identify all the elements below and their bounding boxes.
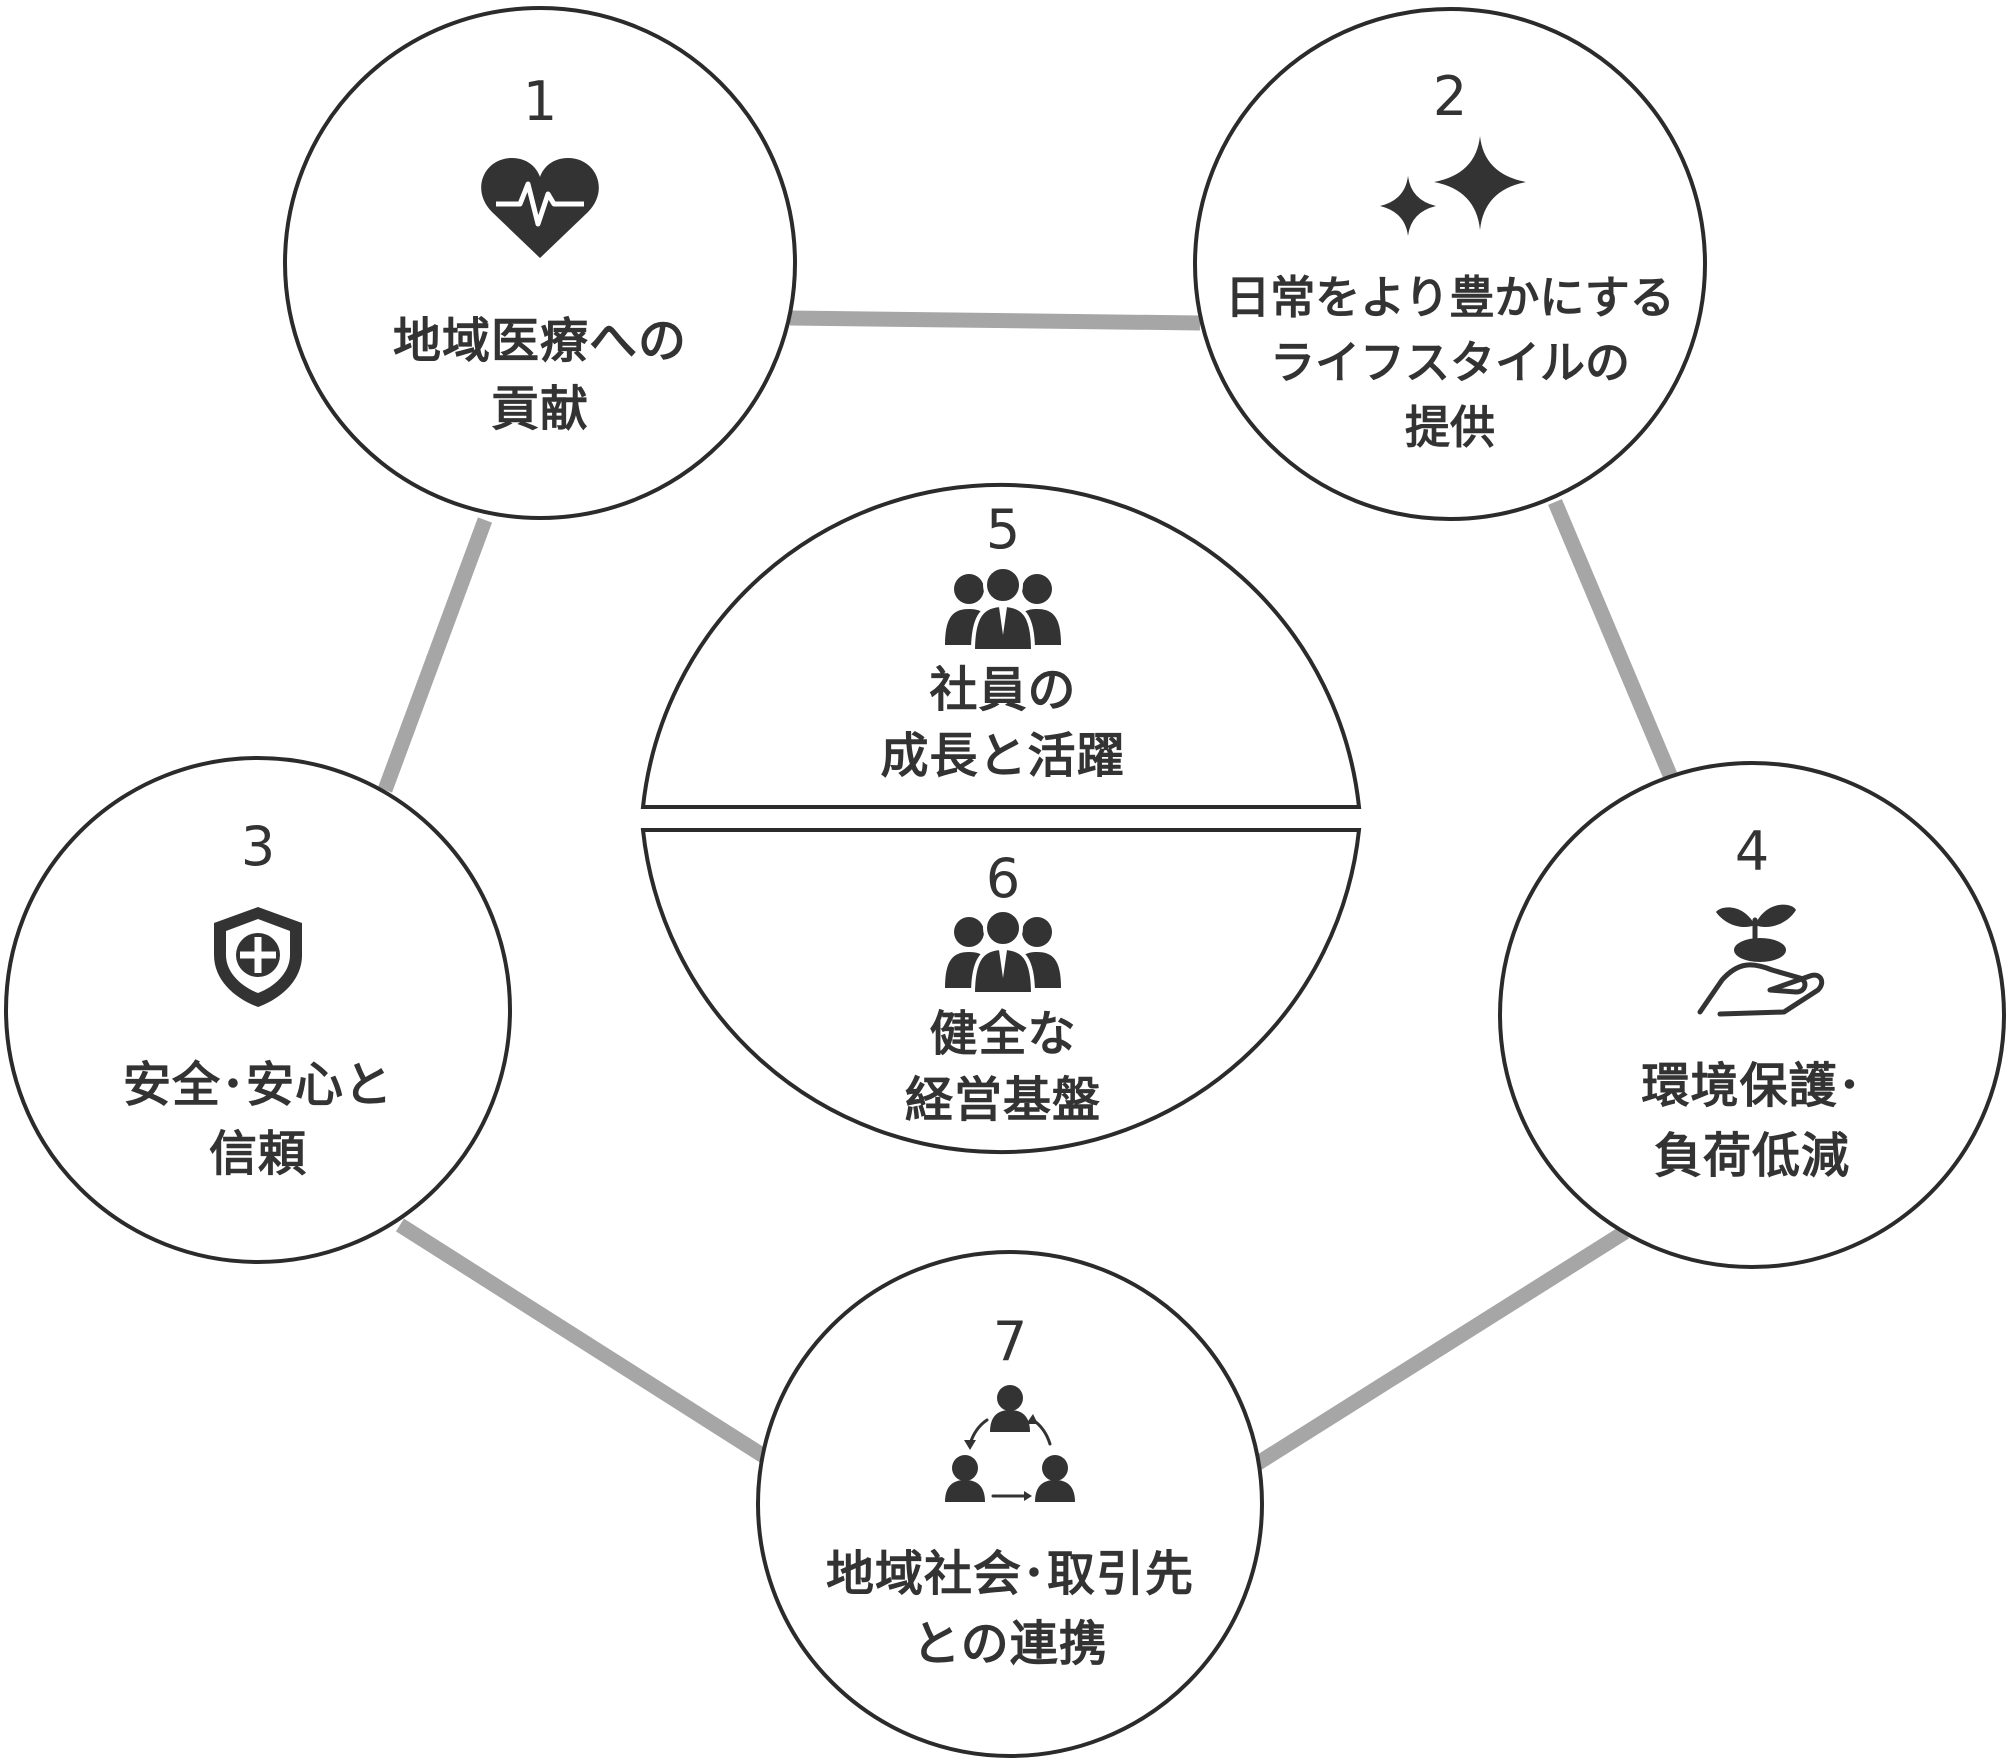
node-2: 2 日常をより豊かにする ライフスタイルの 提供 [1193, 7, 1707, 521]
node-4: 4 環境保護･ 負荷低減 [1498, 761, 2006, 1269]
people-group-icon [945, 908, 1061, 996]
connectors [377, 310, 1677, 1472]
node-5-number: 5 [986, 498, 1020, 561]
node-7: 7 地域社会･取引先 との連携 [756, 1250, 1264, 1758]
shield-icon [214, 907, 302, 1007]
node-6: 6 健全な 経営基盤 [640, 828, 1362, 1155]
node-1-label-line-2: 貢献 [491, 381, 589, 437]
node-2-number: 2 [1433, 65, 1467, 128]
node-2-label-line-2: ライフスタイルの [1270, 336, 1630, 389]
connector-3-7 [395, 1218, 775, 1467]
plant-in-hand-icon [1697, 904, 1825, 1017]
connector-4-7 [1251, 1225, 1629, 1472]
node-3-number: 3 [241, 815, 275, 878]
node-3-circle [4, 756, 512, 1264]
node-6-label-line-1: 健全な [929, 1006, 1076, 1062]
node-6-label-line-2: 経営基盤 [905, 1072, 1101, 1128]
node-1-number: 1 [523, 70, 557, 133]
heart-pulse-icon [481, 158, 599, 258]
node-7-label-line-1: 地域社会･取引先 [826, 1546, 1194, 1602]
node-2-label-line-1: 日常をより豊かにする [1225, 271, 1675, 324]
connector-2-4 [1548, 499, 1677, 778]
node-5-label-line-2: 成長と活躍 [880, 728, 1125, 784]
node-4-number: 4 [1735, 820, 1769, 883]
node-1: 1 地域医療への 貢献 [283, 6, 797, 520]
node-6-number: 6 [986, 847, 1020, 910]
node-5: 5 社員の 成長と活躍 [640, 482, 1362, 809]
connector-1-3 [377, 517, 493, 793]
node-4-label-line-1: 環境保護･ [1641, 1058, 1862, 1114]
collaboration-cycle-icon [945, 1385, 1075, 1502]
connector-1-2 [789, 310, 1201, 331]
node-7-circle [756, 1250, 1264, 1758]
node-1-label-line-1: 地域医療への [393, 313, 687, 369]
sparkle-icon [1380, 136, 1526, 236]
node-3-label-line-1: 安全･安心と [123, 1057, 393, 1113]
people-group-icon [945, 565, 1061, 653]
node-2-label-line-3: 提供 [1405, 401, 1495, 454]
node-2-circle [1193, 7, 1707, 521]
node-5-label-line-1: 社員の [929, 662, 1076, 718]
node-4-label-line-2: 負荷低減 [1654, 1128, 1850, 1184]
node-7-number: 7 [993, 1310, 1027, 1373]
node-3-label-line-2: 信頼 [209, 1126, 307, 1182]
node-1-circle [283, 6, 797, 520]
node-7-label-line-2: との連携 [912, 1616, 1108, 1672]
node-3: 3 安全･安心と 信頼 [4, 756, 512, 1264]
